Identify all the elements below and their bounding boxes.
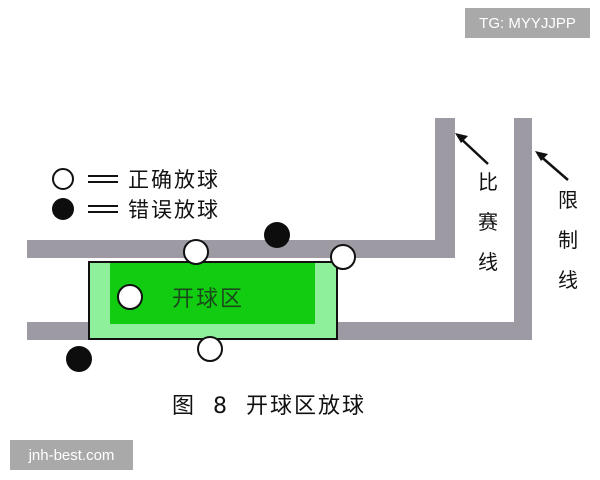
figure-number: 8 xyxy=(213,394,230,419)
correct-ball-inside-zone xyxy=(117,284,143,310)
match-line-horizontal xyxy=(27,240,455,258)
watermark-bottom-left: jnh-best.com xyxy=(10,440,133,470)
filled-circle-icon xyxy=(52,198,74,220)
correct-ball-corner xyxy=(330,244,356,270)
kickoff-zone: 开球区 xyxy=(88,261,338,340)
limit-line-label: 限制线 xyxy=(558,188,578,292)
kickoff-zone-inner xyxy=(110,263,315,324)
legend-label: 正确放球 xyxy=(128,168,220,192)
equals-icon xyxy=(88,205,118,213)
watermark-top-right: TG: MYYJJPP xyxy=(465,8,590,38)
wrong-ball-below-line xyxy=(66,346,92,372)
match-line-vertical xyxy=(435,118,455,258)
figure-caption: 图 8 开球区放球 xyxy=(172,388,366,420)
legend: 正确放球 错误放球 xyxy=(52,166,220,222)
legend-item-wrong: 错误放球 xyxy=(52,196,220,222)
watermark-text: jnh-best.com xyxy=(28,446,115,464)
wrong-ball-above-line xyxy=(264,222,290,248)
correct-ball-top-line xyxy=(183,239,209,265)
limit-line-vertical xyxy=(514,118,532,340)
watermark-text: TG: MYYJJPP xyxy=(479,14,576,32)
figure-label: 图 xyxy=(172,394,197,419)
kickoff-zone-label: 开球区 xyxy=(172,287,245,312)
figure-title: 开球区放球 xyxy=(246,394,367,419)
legend-label: 错误放球 xyxy=(128,198,220,222)
legend-item-correct: 正确放球 xyxy=(52,166,220,192)
arrow-icon-match-line xyxy=(455,133,489,165)
correct-ball-bottom-line xyxy=(197,336,223,362)
hollow-circle-icon xyxy=(52,168,74,190)
match-line-label: 比赛线 xyxy=(478,170,498,274)
equals-icon xyxy=(88,175,118,183)
arrow-icon-limit-line xyxy=(535,151,569,181)
